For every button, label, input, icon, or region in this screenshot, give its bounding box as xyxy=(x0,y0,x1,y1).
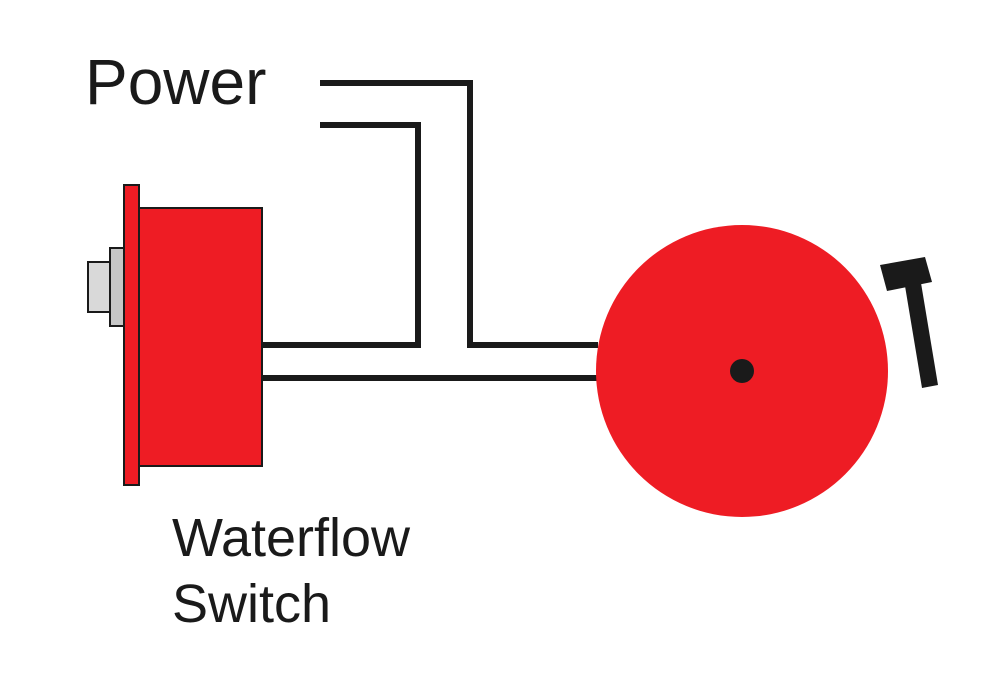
switch-plug-collar xyxy=(109,247,126,327)
power-label: Power xyxy=(85,46,267,118)
waterflow-switch-icon xyxy=(87,184,263,486)
power-wire-upper xyxy=(320,80,598,348)
waterflow-switch-label-line-1: Waterflow xyxy=(172,508,411,568)
striker-arm xyxy=(904,277,938,388)
power-wires xyxy=(262,80,598,348)
switch-body xyxy=(138,207,263,467)
switch-flange xyxy=(123,184,140,486)
alarm-bell-icon xyxy=(596,225,888,517)
waterflow-switch-label-line-2: Switch xyxy=(172,574,332,634)
power-wire-lower xyxy=(262,122,421,348)
waterflow-switch-label: Waterflow Switch xyxy=(172,505,410,637)
bell-center-dot xyxy=(730,359,754,383)
bell-striker-icon xyxy=(880,257,938,388)
